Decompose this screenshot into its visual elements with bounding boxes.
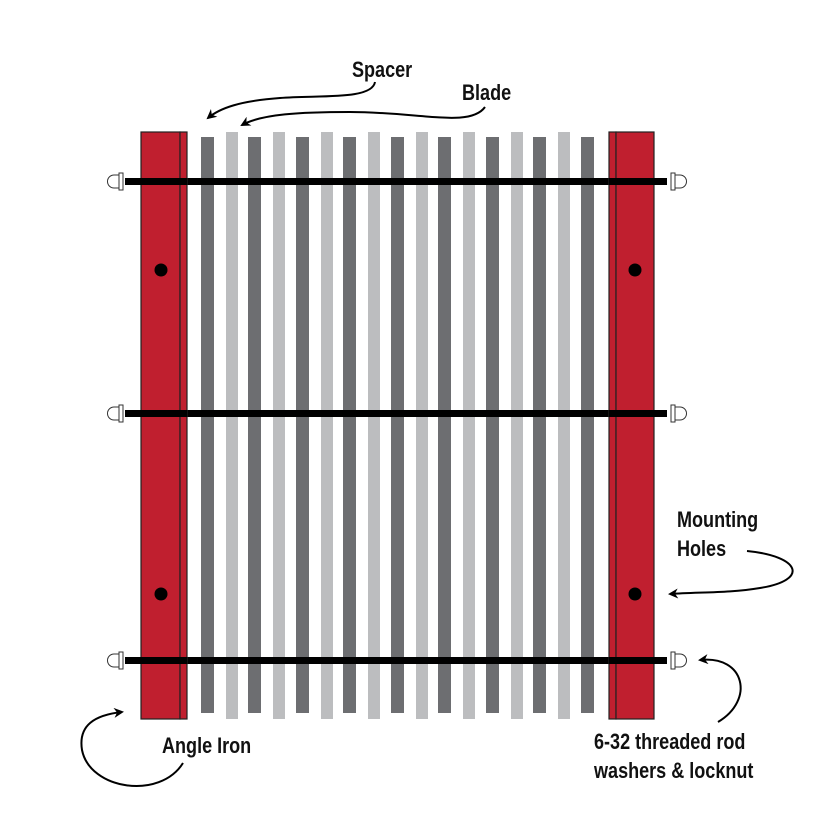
- callout-arrows: [80, 81, 794, 787]
- locknut-washer-left: [107, 172, 124, 670]
- blades: [201, 137, 594, 713]
- spacers: [226, 132, 570, 719]
- threaded-rods: [125, 178, 667, 664]
- mounting-holes-arrow: [668, 550, 794, 599]
- rod-label-line1: 6-32 threaded rod: [594, 729, 746, 754]
- mounting-holes-label-line1: Mounting: [677, 507, 759, 532]
- spacer-label: Spacer: [352, 57, 413, 82]
- rod-label-line2: washers & locknut: [594, 758, 754, 783]
- rod-arrow: [698, 654, 742, 723]
- left-angle-iron: [140, 131, 188, 720]
- right-angle-iron: [608, 131, 655, 720]
- blade-label: Blade: [462, 80, 512, 105]
- mounting-holes-label-line2: Holes: [677, 536, 727, 561]
- angle-iron-arrow: [80, 707, 184, 787]
- blade-arrow: [240, 106, 486, 126]
- angle-iron-label: Angle Iron: [162, 733, 252, 758]
- locknut-washer-right: [670, 172, 687, 670]
- spacer-arrow: [206, 81, 376, 120]
